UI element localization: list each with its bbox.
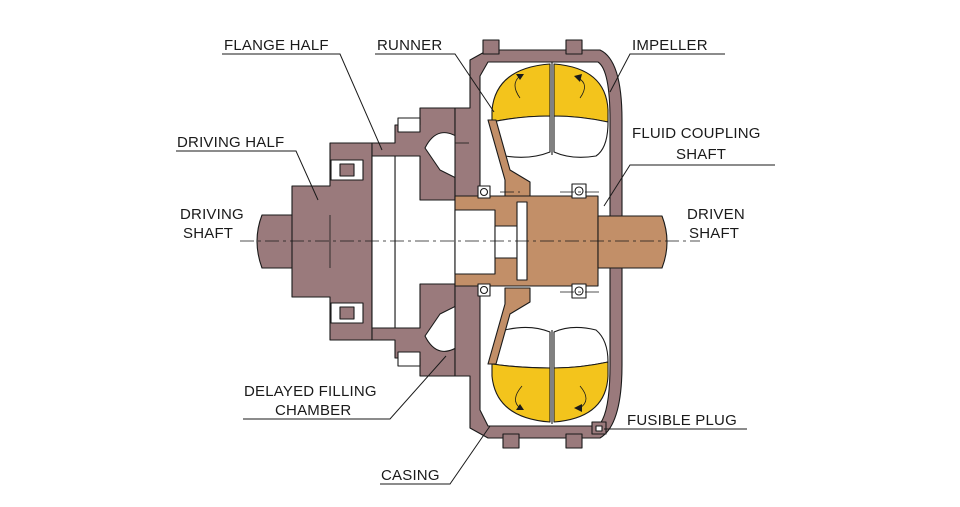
runner-stem-bottom bbox=[487, 287, 531, 365]
label-flange-half: FLANGE HALF bbox=[224, 37, 329, 54]
label-impeller: IMPELLER bbox=[632, 37, 708, 54]
leader-driving-half bbox=[176, 150, 319, 201]
flow-arrow-runner-top-head bbox=[516, 74, 524, 80]
leader-fluid-coupling-shaft bbox=[603, 164, 775, 207]
leader-delayed-filling-chamber bbox=[243, 355, 447, 420]
label-driven-shaft-1: DRIVEN bbox=[687, 206, 745, 223]
bearing-bottom-left bbox=[477, 283, 491, 297]
impeller-bottom-vane bbox=[553, 361, 609, 423]
casing-bolt-bottom bbox=[502, 433, 583, 449]
label-fluid-coupling-shaft-1: FLUID COUPLING bbox=[632, 125, 761, 142]
label-driving-shaft-2: SHAFT bbox=[183, 225, 233, 242]
label-driving-half: DRIVING HALF bbox=[177, 134, 284, 151]
label-delayed-filling-chamber-2: CHAMBER bbox=[275, 402, 351, 419]
label-casing: CASING bbox=[381, 467, 440, 484]
flange-half-recess bbox=[371, 155, 396, 329]
impeller-top-white bbox=[553, 115, 609, 158]
label-fusible-plug: FUSIBLE PLUG bbox=[627, 412, 737, 429]
bearing-bottom-right bbox=[571, 283, 587, 299]
label-driven-shaft-2: SHAFT bbox=[689, 225, 739, 242]
flow-arrow-impeller-top-head bbox=[574, 74, 582, 82]
label-fluid-coupling-shaft-2: SHAFT bbox=[676, 146, 726, 163]
coupling-shaft-bore bbox=[454, 209, 496, 275]
driven-shaft bbox=[597, 215, 668, 269]
bearing-top-right bbox=[571, 183, 587, 199]
flange-bolt-bottom bbox=[397, 351, 421, 367]
driving-half-bolt-bottom bbox=[330, 302, 364, 324]
flow-arrow-impeller-bottom-head bbox=[574, 404, 582, 412]
fusible-plug bbox=[591, 421, 607, 435]
leader-flange-half bbox=[222, 53, 383, 151]
flow-arrow-runner-bottom-head bbox=[516, 404, 524, 410]
coupling-shaft-step bbox=[494, 225, 518, 259]
label-driving-shaft-1: DRIVING bbox=[180, 206, 244, 223]
leader-casing bbox=[380, 425, 491, 485]
driving-half-bolt-top bbox=[330, 159, 364, 181]
flange-bolt-top bbox=[397, 117, 421, 133]
label-delayed-filling-chamber-1: DELAYED FILLING bbox=[244, 383, 377, 400]
runner-bottom-vane bbox=[491, 363, 551, 423]
leader-impeller bbox=[609, 53, 725, 93]
impeller-bottom-white bbox=[553, 326, 609, 369]
leader-runner bbox=[375, 53, 495, 113]
bearing-top-left bbox=[477, 185, 491, 199]
casing-bolt-top bbox=[482, 39, 583, 55]
label-runner: RUNNER bbox=[377, 37, 442, 54]
runner-stem-top bbox=[487, 119, 531, 197]
